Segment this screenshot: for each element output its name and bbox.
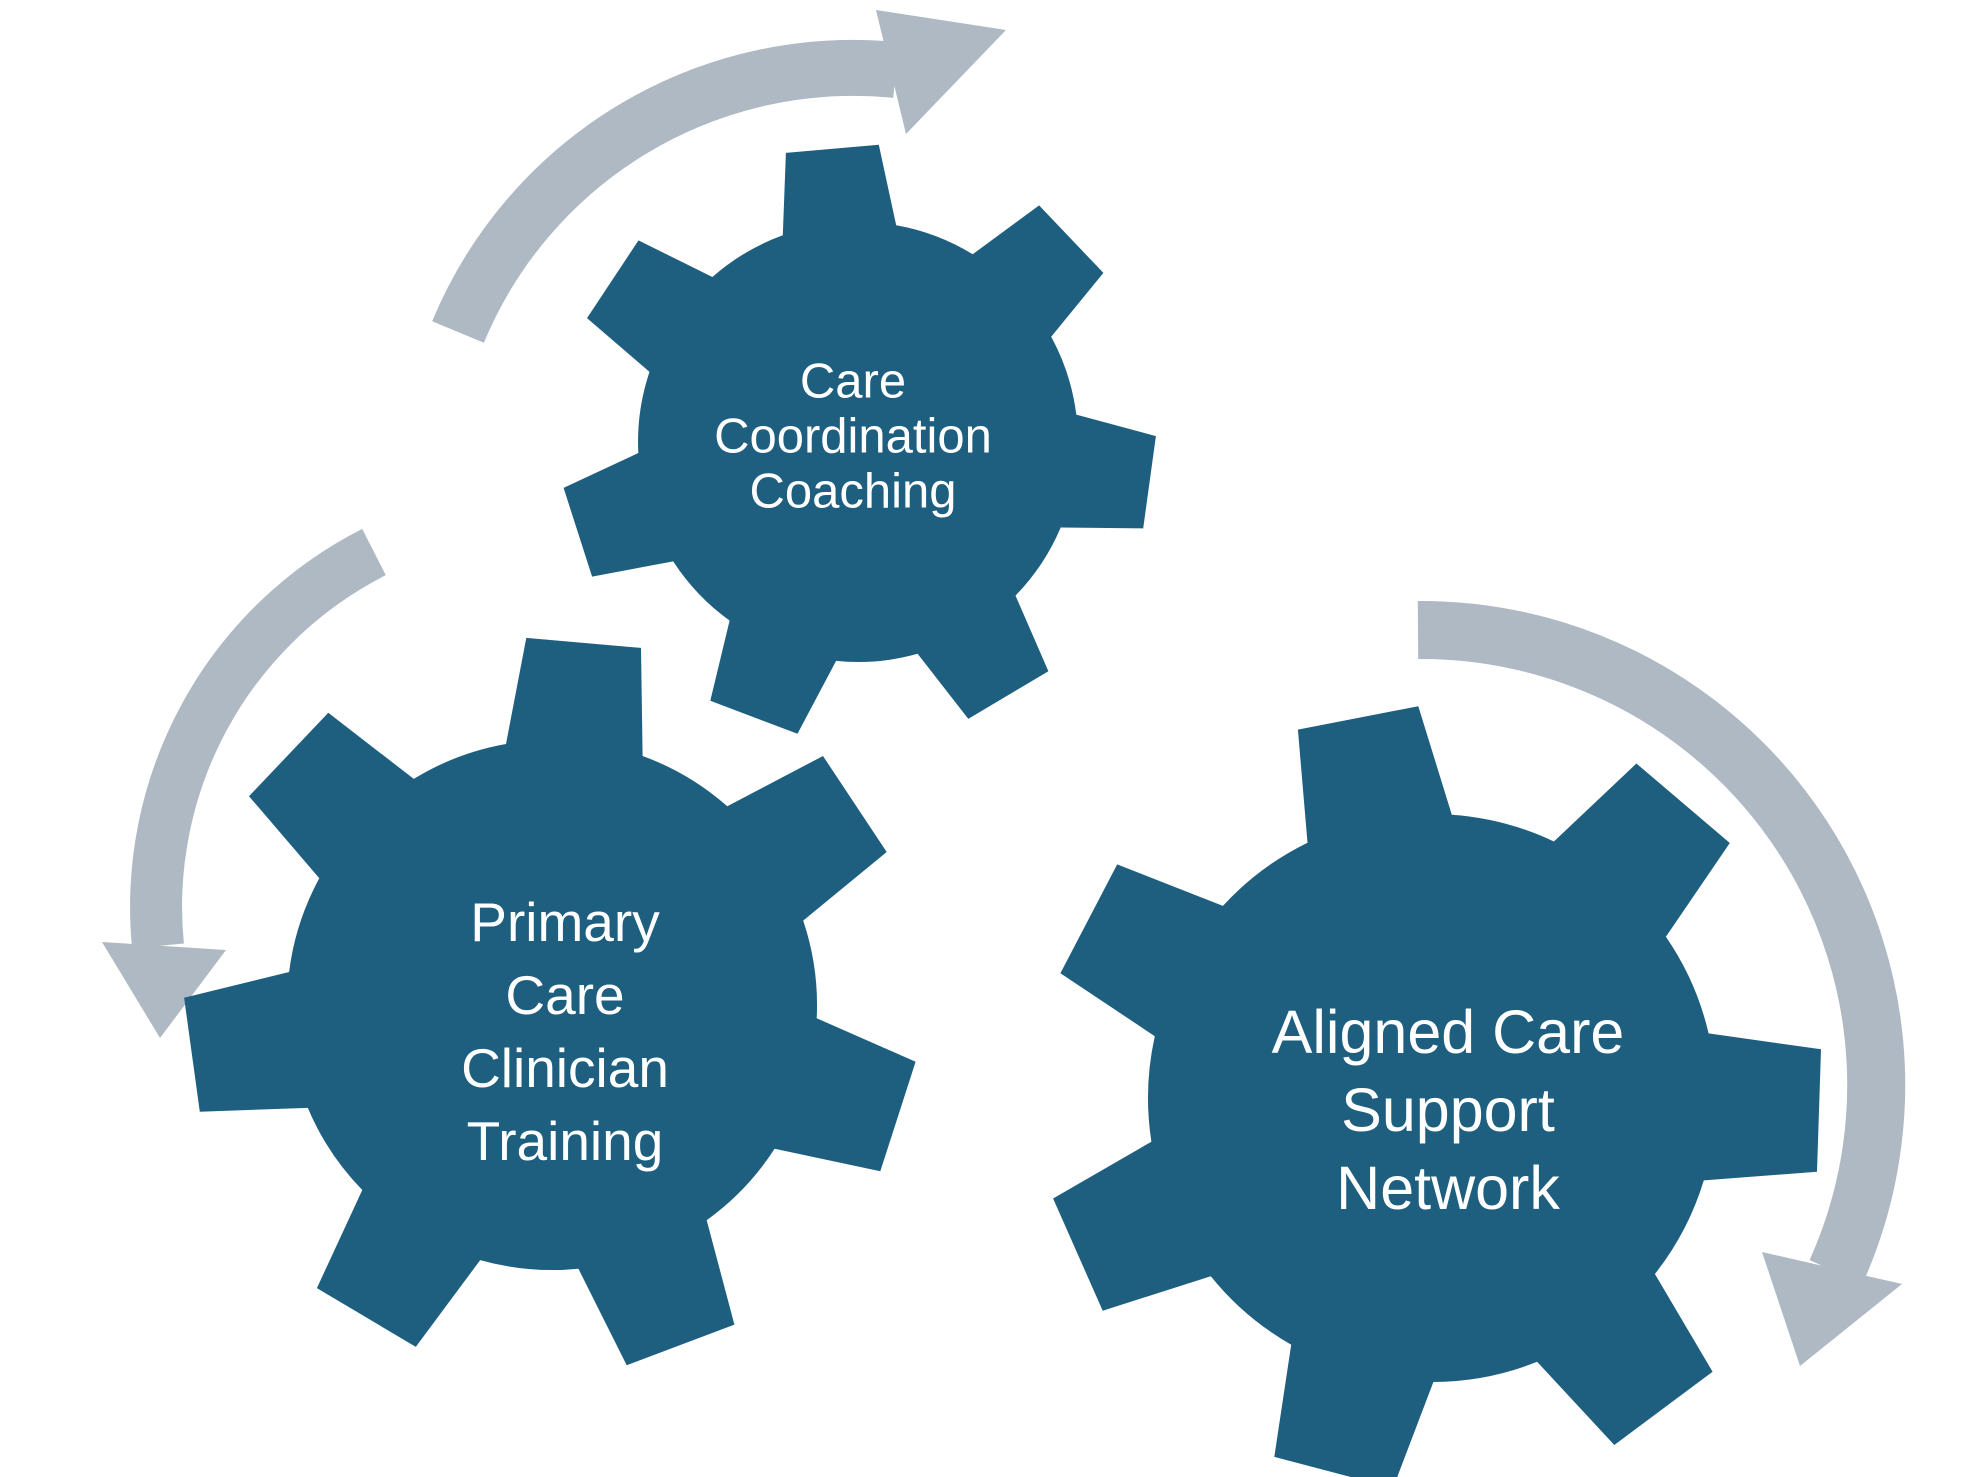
gear-label-line: Network <box>1336 1154 1560 1222</box>
gear-label-aligned-care-support-network: Aligned Care Support Network <box>1272 993 1625 1227</box>
gear-label-line: Aligned Care <box>1271 998 1625 1066</box>
rotation-arrow-top-left-head <box>876 10 1006 134</box>
gear-aligned-care-support-network <box>1053 706 1821 1477</box>
gear-label-care-coordination-coaching: Care Coordination Coaching <box>714 355 992 520</box>
gear-label-line: Care <box>505 964 625 1026</box>
gear-label-line: Coordination <box>714 409 992 464</box>
gear-primary-care-clinician-training <box>184 637 916 1366</box>
rotation-arrow-left-head <box>102 942 226 1038</box>
gear-label-line: Care <box>799 354 907 409</box>
rotation-arrow-left-arc <box>130 528 386 949</box>
rotation-arrow-right-head <box>1762 1252 1902 1366</box>
gear-label-primary-care-clinician-training: Primary Care Clinician Training <box>461 886 669 1178</box>
gear-care-coordination-coaching <box>563 144 1156 734</box>
rotation-arrow-top-left-arc <box>432 39 899 343</box>
gear-label-line: Training <box>466 1110 664 1172</box>
rotation-arrows <box>102 10 1906 1366</box>
gears <box>184 144 1821 1477</box>
gear-label-line: Support <box>1341 1076 1555 1144</box>
rotation-arrow-right-arc <box>1417 600 1906 1284</box>
gear-label-line: Primary <box>470 891 660 953</box>
gear-label-line: Clinician <box>461 1037 669 1099</box>
gear-label-line: Coaching <box>749 464 957 519</box>
